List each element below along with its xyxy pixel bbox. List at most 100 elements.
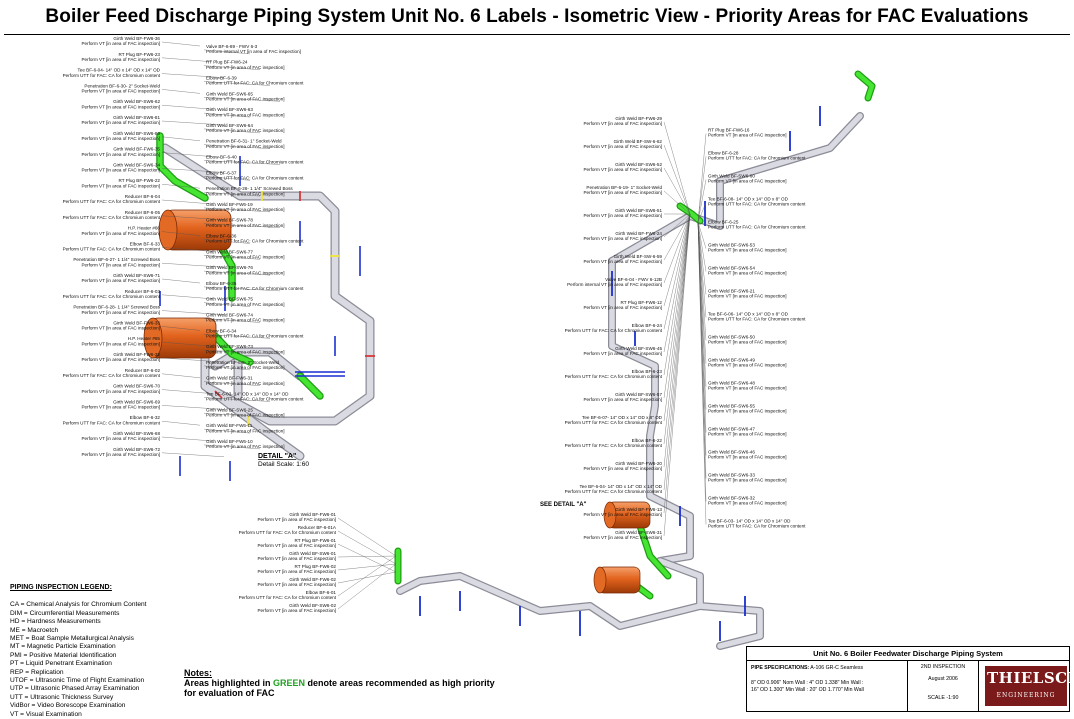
leader-line xyxy=(697,221,707,295)
leader-line xyxy=(697,156,707,223)
callout-action: Perform VT [in area of FAC inspection] xyxy=(583,167,662,172)
leader-line xyxy=(663,213,691,491)
callout-action: Perform VT [in area of FAC inspection] xyxy=(583,351,662,356)
callout-component: Girth Weld BF-FW6-24 xyxy=(615,231,662,236)
callout-component: Girth Weld BF-FW6-13 xyxy=(615,507,662,512)
leader-line xyxy=(161,326,201,331)
callout-action: Perform UTT for FAC: CA for Chromium con… xyxy=(565,443,663,448)
callout-component: Girth Weld BF-FW6-20 xyxy=(615,461,662,466)
see-detail-a: SEE DETAIL "A" xyxy=(540,502,587,508)
callout-action: Perform UTT for FAC: CA for Chromium con… xyxy=(63,247,161,252)
legend-title: PIPING INSPECTION LEGEND: xyxy=(10,584,112,591)
callout-component: Girth Weld BF-SW-6-59 xyxy=(614,254,663,259)
callout-component: Tee BF-6-06- 14" OD x 14" OD x 8" OD xyxy=(708,312,789,317)
legend-item: PMI = Positive Material Identification xyxy=(10,651,117,659)
callout-component: RT Plug BF-FW6-22 xyxy=(119,178,161,183)
callout-component: Tee BF-6-03- 14" OD x 14" OD x 14" OD xyxy=(206,392,289,397)
callout-action: Perform VT [in area of FAC inspection] xyxy=(81,104,160,109)
callout-action: Perform VT [in area of FAC inspection] xyxy=(583,305,662,310)
leader-line xyxy=(337,555,397,597)
legend-item: UTP = Ultrasonic Phased Array Examinatio… xyxy=(10,685,140,693)
callout-component: Tee BF-6-04- 14" OD x 14" OD x 14" OD xyxy=(77,68,160,73)
callout-label: Girth Weld BF-FW6-13 Perform VT [in area … xyxy=(583,213,691,517)
callout-component: Girth Weld BF-SW6-33 xyxy=(708,473,755,478)
callout-label: Penetration BF-6-27- 1 1/4" Screwed Boss… xyxy=(73,257,225,267)
callout-component: Girth Weld BF-SW6-80 xyxy=(113,131,160,136)
legend-item: UTOF = Ultrasonic Time of Flight Examina… xyxy=(10,677,145,685)
leader-line xyxy=(161,405,225,410)
callout-action: Perform VT [in area of FAC inspection] xyxy=(257,517,336,522)
callout-component: Girth Weld BF-SW6-62 xyxy=(113,99,160,104)
callout-action: Perform internal VT [in area of FAC insp… xyxy=(206,49,301,54)
callout-label: Penetration BF-6-26- 1 1/4" Screwed Boss… xyxy=(203,186,293,196)
callout-component: Girth Weld BF-SW6-72 xyxy=(113,447,160,452)
legend-item: UTT = Ultrasonic Thickness Survey xyxy=(10,693,114,701)
callout-component: Reducer BF-6-02 xyxy=(125,368,161,373)
callout-action: Perform VT [in area of FAC inspection] xyxy=(583,259,662,264)
lower-heater-2 xyxy=(593,566,641,594)
spec-value: A-106 GR-C Seamless xyxy=(810,665,864,671)
callout-component: Girth Weld BF-FW6-33 xyxy=(113,320,160,325)
callout-action: Perform VT [in area of FAC inspection] xyxy=(206,207,285,212)
callout-component: RT Plug BF-FW6-23 xyxy=(119,52,161,57)
callout-action: Perform VT [in area of FAC inspection] xyxy=(81,231,160,236)
callout-action: Perform VT [in area of FAC inspection] xyxy=(206,413,285,418)
leader-line xyxy=(697,202,707,223)
callout-action: Perform VT [in area of FAC inspection] xyxy=(257,582,336,587)
leader-line xyxy=(161,152,213,157)
leader-line xyxy=(697,179,707,223)
callout-action: Perform VT [in area of FAC inspection] xyxy=(708,133,787,138)
callout-component: Girth Weld BF-SW6-69 xyxy=(113,399,160,404)
callout-component: Girth Weld BF-SW6-57 xyxy=(615,392,662,397)
callout-action: Perform internal VT [in area of FAC insp… xyxy=(567,282,662,287)
callout-label: Penetration BF-6-30- 2" Socket-WeldPerfo… xyxy=(81,83,201,94)
callout-action: Perform VT [in area of FAC inspection] xyxy=(708,271,787,276)
callout-action: Perform VT [in area of FAC inspection] xyxy=(81,41,160,46)
callout-action: Perform VT [in area of FAC inspection] xyxy=(81,310,160,315)
callout-component: Girth Weld BF-SW6-31 xyxy=(615,530,662,535)
callout-action: Perform VT [in area of FAC inspection] xyxy=(206,97,285,102)
callout-label: Tee BF-6-07- 14" OD x 14" OD x 8" ODPerf… xyxy=(565,213,691,425)
callout-action: Perform UTT for FAC: CA for Chromium con… xyxy=(708,202,806,207)
callout-component: Girth Weld BF-SW6-32 xyxy=(708,496,755,501)
legend-item: VidBor = Video Borescope Examination xyxy=(10,702,126,710)
callout-component: Girth Weld BF-SW6-65 xyxy=(206,91,253,96)
leader-line xyxy=(161,57,213,62)
callout-component: Girth Weld BF-FW6-36 xyxy=(113,36,160,41)
callout-action: Perform VT [in area of FAC inspection] xyxy=(583,466,662,471)
callout-action: Perform VT [in area of FAC inspection] xyxy=(206,270,285,275)
legend-item: REP = Replication xyxy=(10,668,64,676)
callout-component: Girth Weld BF-FW6-31 xyxy=(206,376,253,381)
callout-component: Elbow BF-6-37 xyxy=(206,170,237,175)
hp-heater-66 xyxy=(158,209,232,251)
pipe-specifications: PIPE SPECIFICATIONS: A-106 GR-C Seamless… xyxy=(747,660,908,711)
callout-component: RT Plug BF-FW6-16 xyxy=(708,128,750,133)
callout-component: Elbow BF-6-25 xyxy=(708,220,739,225)
callout-component: Girth Weld BF-SW6-63 xyxy=(206,107,253,112)
callout-action: Perform VT [in area of FAC inspection] xyxy=(583,236,662,241)
callout-component: Valve BF-6-89 - FWV 6-3 xyxy=(206,44,258,49)
callout-component: Elbow BF-6-24 xyxy=(632,323,663,328)
leader-line xyxy=(161,199,213,205)
